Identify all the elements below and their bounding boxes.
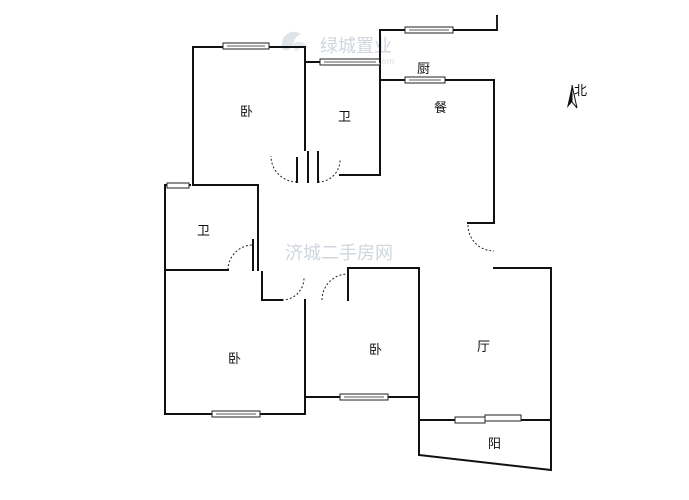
label-bath-west: 卫 — [197, 224, 210, 239]
kitchen-dining-walls — [379, 15, 498, 224]
label-kitchen: 厨 — [417, 62, 430, 77]
label-living: 厅 — [477, 340, 490, 355]
label-dining: 餐 — [434, 100, 447, 116]
north-arrow-icon — [567, 84, 578, 109]
door-dining[interactable] — [467, 224, 495, 252]
bedroom-sw-walls — [164, 269, 306, 415]
window-dining — [404, 76, 446, 84]
label-bath-north: 卫 — [338, 110, 351, 125]
label-bedroom-nw: 卧 — [240, 105, 253, 120]
sliding-door-balcony[interactable] — [454, 414, 522, 424]
logo-swirl-icon — [281, 31, 308, 52]
door-bedroom-nw[interactable] — [270, 155, 298, 183]
watermark-center-text: 济城二手房网 — [285, 243, 393, 264]
window-bedroom-nw — [222, 42, 270, 50]
balcony-walls — [418, 419, 552, 472]
door-bedroom-center[interactable] — [321, 273, 349, 301]
window-bedroom-center — [339, 393, 389, 401]
bath-west-walls — [164, 184, 259, 271]
window-bath-west — [166, 182, 190, 189]
label-bedroom-sw: 卧 — [228, 352, 241, 367]
label-balcony: 阳 — [488, 437, 501, 452]
label-bedroom-center: 卧 — [369, 343, 382, 358]
door-bedroom-sw[interactable] — [281, 277, 305, 301]
window-kitchen — [404, 26, 454, 34]
window-bedroom-sw — [211, 410, 261, 418]
watermark-logo-text: 绿城置业 — [320, 36, 392, 57]
window-bath-north — [319, 58, 381, 66]
door-bath-west[interactable] — [227, 244, 254, 271]
door-bath-north[interactable] — [317, 159, 341, 183]
compass-label: 北 — [574, 84, 587, 99]
